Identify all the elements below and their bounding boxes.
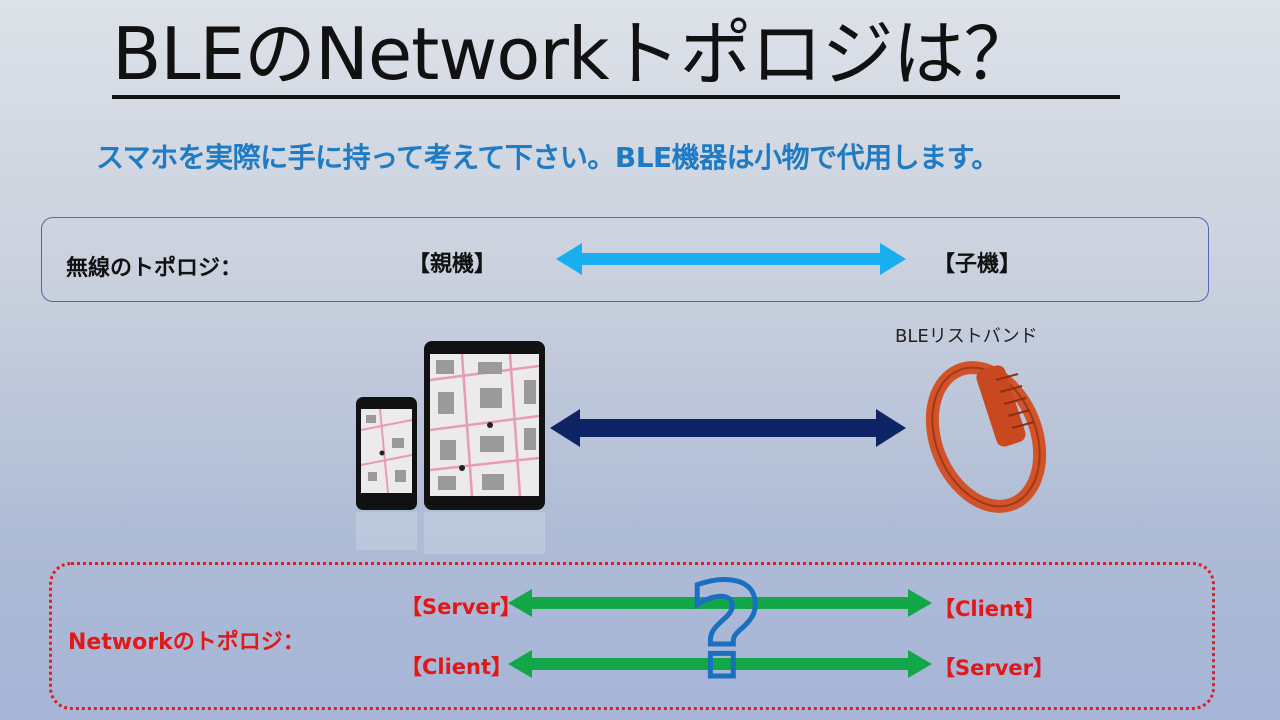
network-row2-left: 【Client】 bbox=[401, 655, 513, 679]
network-row1-right: 【Client】 bbox=[934, 597, 1046, 621]
ble-wristband-caption: BLEリストバンド bbox=[895, 326, 1038, 347]
wireless-arrow bbox=[556, 243, 906, 275]
network-topology-box bbox=[49, 562, 1215, 710]
ble-wristband-image bbox=[925, 361, 1047, 513]
tablet-image bbox=[424, 341, 545, 554]
smartphone-image bbox=[356, 397, 417, 550]
wireless-topology-label: 無線のトポロジ： bbox=[66, 256, 243, 281]
child-device-label: 【子機】 bbox=[933, 252, 1022, 277]
slide-subtitle: スマホを実際に手に持って考えて下さい。BLE機器は小物で代用します。 bbox=[96, 141, 999, 174]
parent-device-label: 【親機】 bbox=[408, 252, 497, 277]
title-underline bbox=[112, 95, 1120, 99]
slide-title: BLEのNetworkトポロジは？ bbox=[112, 12, 1036, 96]
wireless-topology-box bbox=[41, 217, 1209, 302]
network-row2-right: 【Server】 bbox=[934, 656, 1055, 680]
network-topology-label: Networkのトポロジ： bbox=[68, 630, 305, 655]
question-mark-icon: ? bbox=[688, 555, 763, 707]
network-arrow-2 bbox=[508, 650, 932, 678]
network-row1-left: 【Server】 bbox=[401, 595, 522, 619]
device-connection-arrow bbox=[550, 409, 906, 447]
network-arrow-1 bbox=[508, 589, 932, 617]
